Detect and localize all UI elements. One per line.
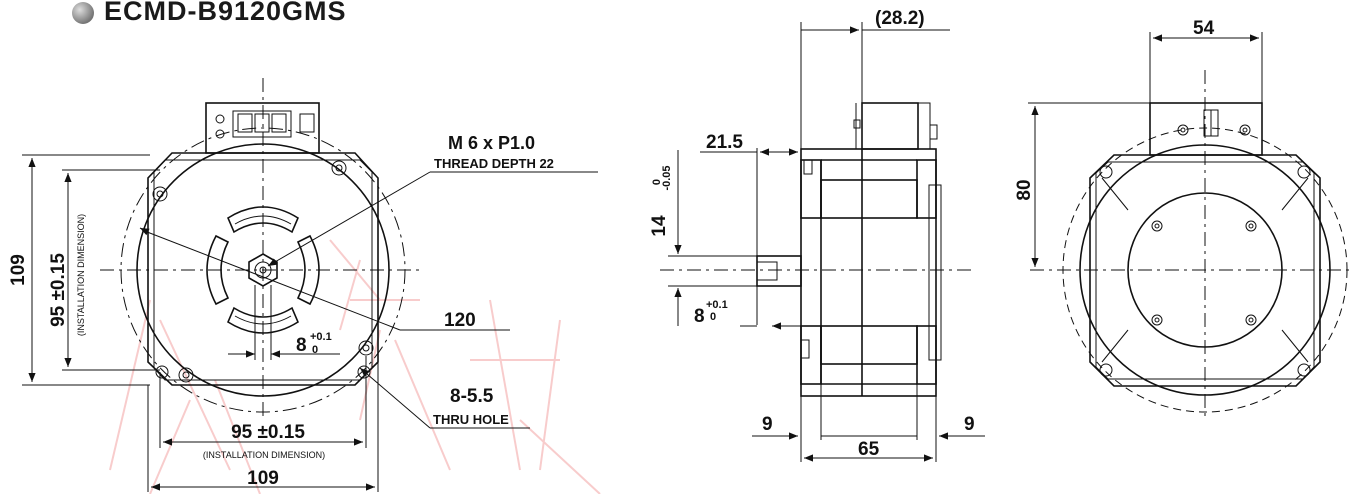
front-install-note-vertical: (INSTALLATION DIMENSION) [76,214,86,336]
page-title: ECMD-B9120GMS [104,0,347,26]
hole-bottom-right [358,340,374,356]
side-shaft-length: 21.5 [706,132,743,153]
slot-right [296,234,320,306]
rear-cover-circle [1127,192,1283,348]
side-key-width-tol-upper: +0.1 [706,299,728,311]
title-bullet-icon [72,2,94,24]
side-key-height-tol-lower: -0.05 [661,165,673,190]
slot-bottom [226,306,300,334]
side-key-width-base: 8 [694,306,705,327]
rear-outer-circle [1062,127,1348,413]
side-key-height-base: 14 [649,215,670,237]
side-dimensions: (28.2) 21.5 14 0 -0.05 8 +0.1 0 9 9 65 [649,8,985,462]
front-shaft-dim-tol-upper: +0.1 [310,331,332,343]
front-install-width-label: 95 ±0.15 [231,422,305,443]
rear-view [1030,70,1350,420]
rear-body-circle [1079,144,1331,396]
slot-left [206,234,230,306]
front-view [100,78,420,420]
front-dimensions: 109 95 ±0.15 (INSTALLATION DIMENSION) 95… [8,133,598,492]
side-right-flange: 9 [964,414,975,435]
front-thread-spec: M 6 x P1.0 [448,133,535,153]
front-install-note-horizontal: (INSTALLATION DIMENSION) [203,450,325,460]
front-flange [147,152,379,386]
connector-block [205,102,320,154]
front-overall-height-label: 109 [8,254,29,286]
hole-top-left [152,186,168,202]
side-left-flange: 9 [762,414,773,435]
front-overall-width-label: 109 [247,468,279,489]
side-key-width-tol-lower: 0 [710,311,716,323]
slot-top [226,206,300,234]
front-shaft-dim-base: 8 [296,335,307,356]
side-body-length: 65 [858,439,880,460]
hole-top-right [331,160,347,176]
front-body-circle [136,143,390,397]
front-shaft-dim-tol-lower: 0 [312,344,318,356]
side-shaft [756,255,802,287]
front-pcd-label: 120 [444,310,476,331]
side-top-dim: (28.2) [875,8,925,29]
side-key-height-tol-upper: 0 [651,179,663,185]
rear-connector [1149,102,1263,156]
rear-connector-width: 54 [1193,18,1215,39]
side-view [660,102,975,397]
rear-dimensions: 54 80 [1014,18,1263,267]
front-thread-depth: THREAD DEPTH 22 [434,156,554,171]
front-hole-note: THRU HOLE [433,412,509,427]
front-hole-spec: 8-5.5 [450,386,494,407]
front-outer-circle [120,127,406,413]
front-install-height-label: 95 ±0.15 [48,253,69,327]
side-connector [861,102,919,150]
rear-connector-height: 80 [1014,179,1035,200]
hole-bottom-left [178,367,194,383]
